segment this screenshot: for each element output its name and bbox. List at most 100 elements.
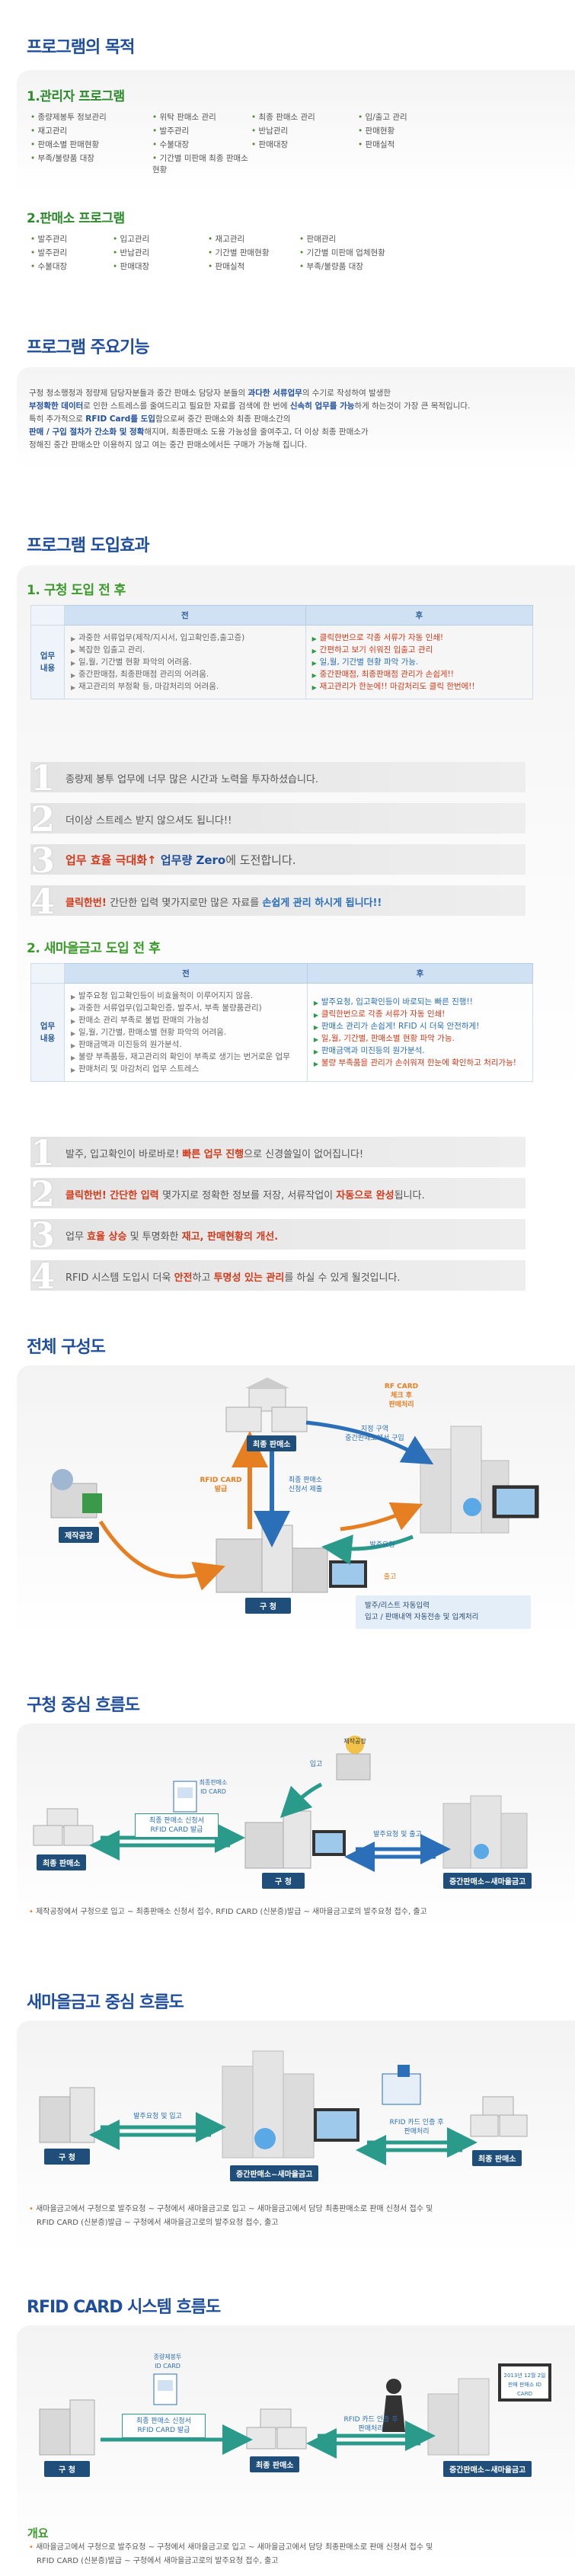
bullet-arrow-icon: ▶ bbox=[313, 1024, 319, 1031]
highlight: 투명성 있는 관리 bbox=[213, 1272, 285, 1284]
bullet-arrow-icon: ▶ bbox=[71, 1006, 76, 1013]
bullet-arrow-icon: ▶ bbox=[71, 660, 76, 667]
gu-compare-table: 전 후 업무 내용 과중한 서류업무(제작/지시서, 입고확인증,출고증)▶복잡… bbox=[30, 605, 534, 699]
text: 로 인한 스트레스를 줄여드리고 필요한 자료를 검색에 한 번에 bbox=[83, 402, 290, 411]
bank-bar-4: 4 RFID 시스템 도입시 더욱 안전하고 투명성 있는 관리를 하실 수 있… bbox=[30, 1256, 525, 1297]
bullet-arrow-icon: ▶ bbox=[313, 1048, 319, 1055]
factory-icon bbox=[336, 1736, 371, 1781]
list-item: 부족/불량품 대장 bbox=[299, 261, 436, 272]
section-rfid-flow: RFID CARD 시스템 흐름도 bbox=[0, 2278, 575, 2576]
text: 정해진 중간 판매소만 이용하지 않고 여는 중간 판매소에서든 구매가 가능해… bbox=[29, 440, 308, 450]
highlight: 판매 / 구입 절차가 간소화 및 정확 bbox=[29, 427, 145, 437]
list-item: 발주관리 bbox=[30, 233, 113, 245]
blank-header bbox=[30, 605, 65, 626]
bar-text: 클릭한번! 간단한 입력 몇가지로만 많은 자료를 손쉽게 관리 하시게 됩니다… bbox=[65, 894, 382, 909]
order-note: 발주요청 및 출고 bbox=[373, 1831, 422, 1838]
before-list: 발주요청 입고확인등이 비효율적이 이루어지지 않음.▶과중한 서류업무(입고확… bbox=[64, 983, 308, 1082]
after-header: 후 bbox=[306, 963, 534, 984]
effect-bar-3: 3 업무 효율 극대화↑ 업무량 Zero에 도전합니다. bbox=[30, 840, 525, 881]
highlight: RFID Card를 도입 bbox=[85, 414, 155, 424]
text: 간단한 입력 몇가지로만 많은 자료를 bbox=[110, 898, 263, 909]
list-item: 판매금액과 미진등의 원가분석.▶ bbox=[71, 1038, 301, 1051]
bank-building-icon bbox=[222, 2050, 359, 2158]
gu-label: 구 청 bbox=[262, 1873, 305, 1889]
bullet-arrow-icon: ▶ bbox=[313, 1000, 319, 1006]
mid-label: 중간판매소~새마을금고 bbox=[443, 1873, 532, 1889]
factory-label: 제작공장 bbox=[343, 1738, 366, 1745]
gu-office-icon bbox=[244, 1810, 346, 1869]
center-shop-label: 최종 판매소 bbox=[247, 1435, 297, 1451]
list-item: 발주관리 bbox=[30, 247, 113, 258]
final-shop-icon bbox=[225, 1378, 308, 1432]
gu-label: 구 청 bbox=[44, 2461, 90, 2477]
card-icon bbox=[173, 1781, 197, 1813]
rfid-reader-icon bbox=[382, 2065, 421, 2105]
bank-effect-title: 2. 새마을금고 도입 전 후 bbox=[27, 941, 161, 956]
gu-office-icon bbox=[39, 2087, 95, 2143]
bullet-arrow-icon: ▶ bbox=[71, 684, 76, 691]
gu-effect-title: 1. 구청 도입 전 후 bbox=[27, 583, 126, 598]
text: 를 하실 수 있게 될것입니다. bbox=[284, 1272, 401, 1284]
bullet-arrow-icon: ▶ bbox=[311, 660, 317, 667]
overall-svg bbox=[50, 1378, 539, 1593]
bar-number: 3 bbox=[30, 840, 56, 881]
section-title: 프로그램의 목적 bbox=[27, 38, 135, 57]
bar-text: 클릭한번! 간단한 입력 몇가지로 정확한 정보를 저장, 서류작업이 자동으로… bbox=[65, 1187, 425, 1202]
panel bbox=[17, 367, 575, 512]
after-list: 클릭한번으로 각종 서류가 자동 인쇄!▶간편하고 보기 쉬워진 입출고 관리▶… bbox=[305, 625, 534, 699]
list-item: 발주요청 입고확인등이 비효율적이 이루어지지 않음.▶ bbox=[71, 990, 301, 1002]
rfid-flow-diagram: 구 청 종량제봉투 ID CARD 최종 판매소 신청서 RFID CARD 발… bbox=[17, 2325, 575, 2565]
bullet-arrow-icon: ▶ bbox=[311, 635, 317, 642]
after-list: 발주요청, 입고확인등이 바로되는 빠른 진행!!▶클릭한번으로 각종 서류가 … bbox=[306, 983, 534, 1082]
text: 및 투명화한 bbox=[126, 1231, 182, 1243]
list-item: 클릭한번으로 각종 서류가 자동 인쇄!▶ bbox=[314, 1008, 526, 1020]
bar-text: 발주, 입고확인이 바로바로! 빠른 업무 진행으로 신경쓸일이 없어집니다! bbox=[65, 1146, 363, 1160]
list-item: 일,월, 기간별, 판매소별 현황 파악 가능.▶ bbox=[314, 1032, 526, 1045]
apply-box: 최종 판매소 신청서 RFID CARD 발급 bbox=[122, 2414, 206, 2438]
flow-caption-cont: RFID CARD (신분증)발급 ~ 구청에서 새마을금고로의 발주요청 접수… bbox=[37, 2219, 279, 2227]
legend-item: 입고 / 판매내역 자동전송 및 입계처리 bbox=[365, 1613, 479, 1621]
text: 몇가지로 정확한 정보를 저장, 서류작업이 bbox=[162, 1190, 337, 1202]
shop-cluster-icon bbox=[33, 1808, 94, 1846]
rfid-issue-note: RFID CARD 발급 bbox=[200, 1477, 242, 1493]
bullet-arrow-icon: ▶ bbox=[71, 1054, 76, 1061]
overview-caption-cont: RFID CARD (신분증)발급 ~ 구청에서 새마을금고로의 발주요청 접수… bbox=[37, 2557, 279, 2565]
flow-caption: 제작공장에서 구청으로 입고 ~ 최종판매소 신청서 접수, RFID CARD… bbox=[29, 1906, 562, 1918]
order-note: 발주요청 bbox=[369, 1541, 395, 1549]
text: 함으로써 중간 판매소와 최종 판매소간의 bbox=[155, 414, 291, 424]
highlight: 효율 상승 bbox=[87, 1231, 127, 1243]
shop-title: 2.판매소 프로그램 bbox=[27, 211, 125, 226]
list-item: 일,월, 기간별, 판매소별 현황 파악의 어려움.▶ bbox=[71, 1026, 301, 1038]
in-note: 입고 bbox=[309, 1761, 323, 1768]
list-item: 기간별 미판매 업체현황 bbox=[299, 247, 436, 258]
bank-flow-svg bbox=[39, 2050, 528, 2165]
list-item: 판매소 관리 부족로 불법 판매의 가능성▶ bbox=[71, 1014, 301, 1026]
bar-text: 더이상 스트레스 받지 않으셔도 됩니다!! bbox=[65, 815, 232, 827]
text: 해지며, 최종판매소 도용 가능성을 줄여주고, 더 이상 최종 판매소가 bbox=[144, 427, 369, 437]
text: 발주, 입고확인이 바로바로! bbox=[65, 1149, 183, 1160]
legend-box: 발주/리스트 자동입력 입고 / 판매내역 자동전송 및 입계처리 bbox=[356, 1595, 531, 1629]
section-features: 프로그램 주요기능 구청 청소행정과 정량제 담당자분들과 중간 판매소 담당자… bbox=[0, 320, 575, 518]
bullet-arrow-icon: ▶ bbox=[313, 1012, 319, 1019]
rfid-sell-note: RFID 카드 인증 후 판매처리 bbox=[343, 2416, 398, 2433]
list-item: 재고관리 bbox=[208, 233, 299, 245]
effect-bar-1: 1 종량제 봉투 업무에 너무 많은 시간과 노력을 투자하셨습니다. bbox=[30, 757, 525, 798]
bar-number: 1 bbox=[30, 1132, 56, 1173]
shop-cluster-icon bbox=[246, 2408, 307, 2450]
list-item: 발주관리 bbox=[152, 125, 251, 136]
highlight: 자동으로 완성 bbox=[336, 1190, 395, 1202]
list-item: 재고관리의 부정확 등, 마감처리의 어려움.▶ bbox=[71, 680, 299, 693]
text: 에 도전합니다. bbox=[225, 853, 296, 867]
section-effects: 프로그램 도입효과 1. 구청 도입 전 후 전 후 업무 내용 과중한 서류업… bbox=[0, 518, 575, 1326]
out-note: 출고 bbox=[383, 1573, 397, 1581]
bank-building-icon bbox=[420, 1426, 539, 1534]
bank-flow-diagram: 구 청 발주요청 및 입고 중간판매소~새마을금고 RFID 카드 인증 후 판… bbox=[17, 2021, 575, 2257]
flow-caption: 새마을금고에서 구청으로 발주요청 ~ 구청에서 새마을금고로 입고 ~ 새마을… bbox=[29, 2203, 562, 2215]
mid-label: 중간판매소~새마을금고 bbox=[230, 2165, 319, 2181]
list-item: 불량 부족품등, 재고관리의 확인이 부족로 생기는 번거로운 업무▶ bbox=[71, 1051, 301, 1063]
highlight: 클릭한번! 간단한 입력 bbox=[65, 1190, 163, 1202]
text: 특히 추가적으로 bbox=[29, 414, 86, 424]
list-item: 중간판매점, 최종판매점 관리의 어려움.▶ bbox=[71, 668, 299, 680]
list-item: 기간별 미판매 최종 판매소 현황 bbox=[152, 152, 251, 175]
row-header: 업무 내용 bbox=[30, 983, 65, 1082]
